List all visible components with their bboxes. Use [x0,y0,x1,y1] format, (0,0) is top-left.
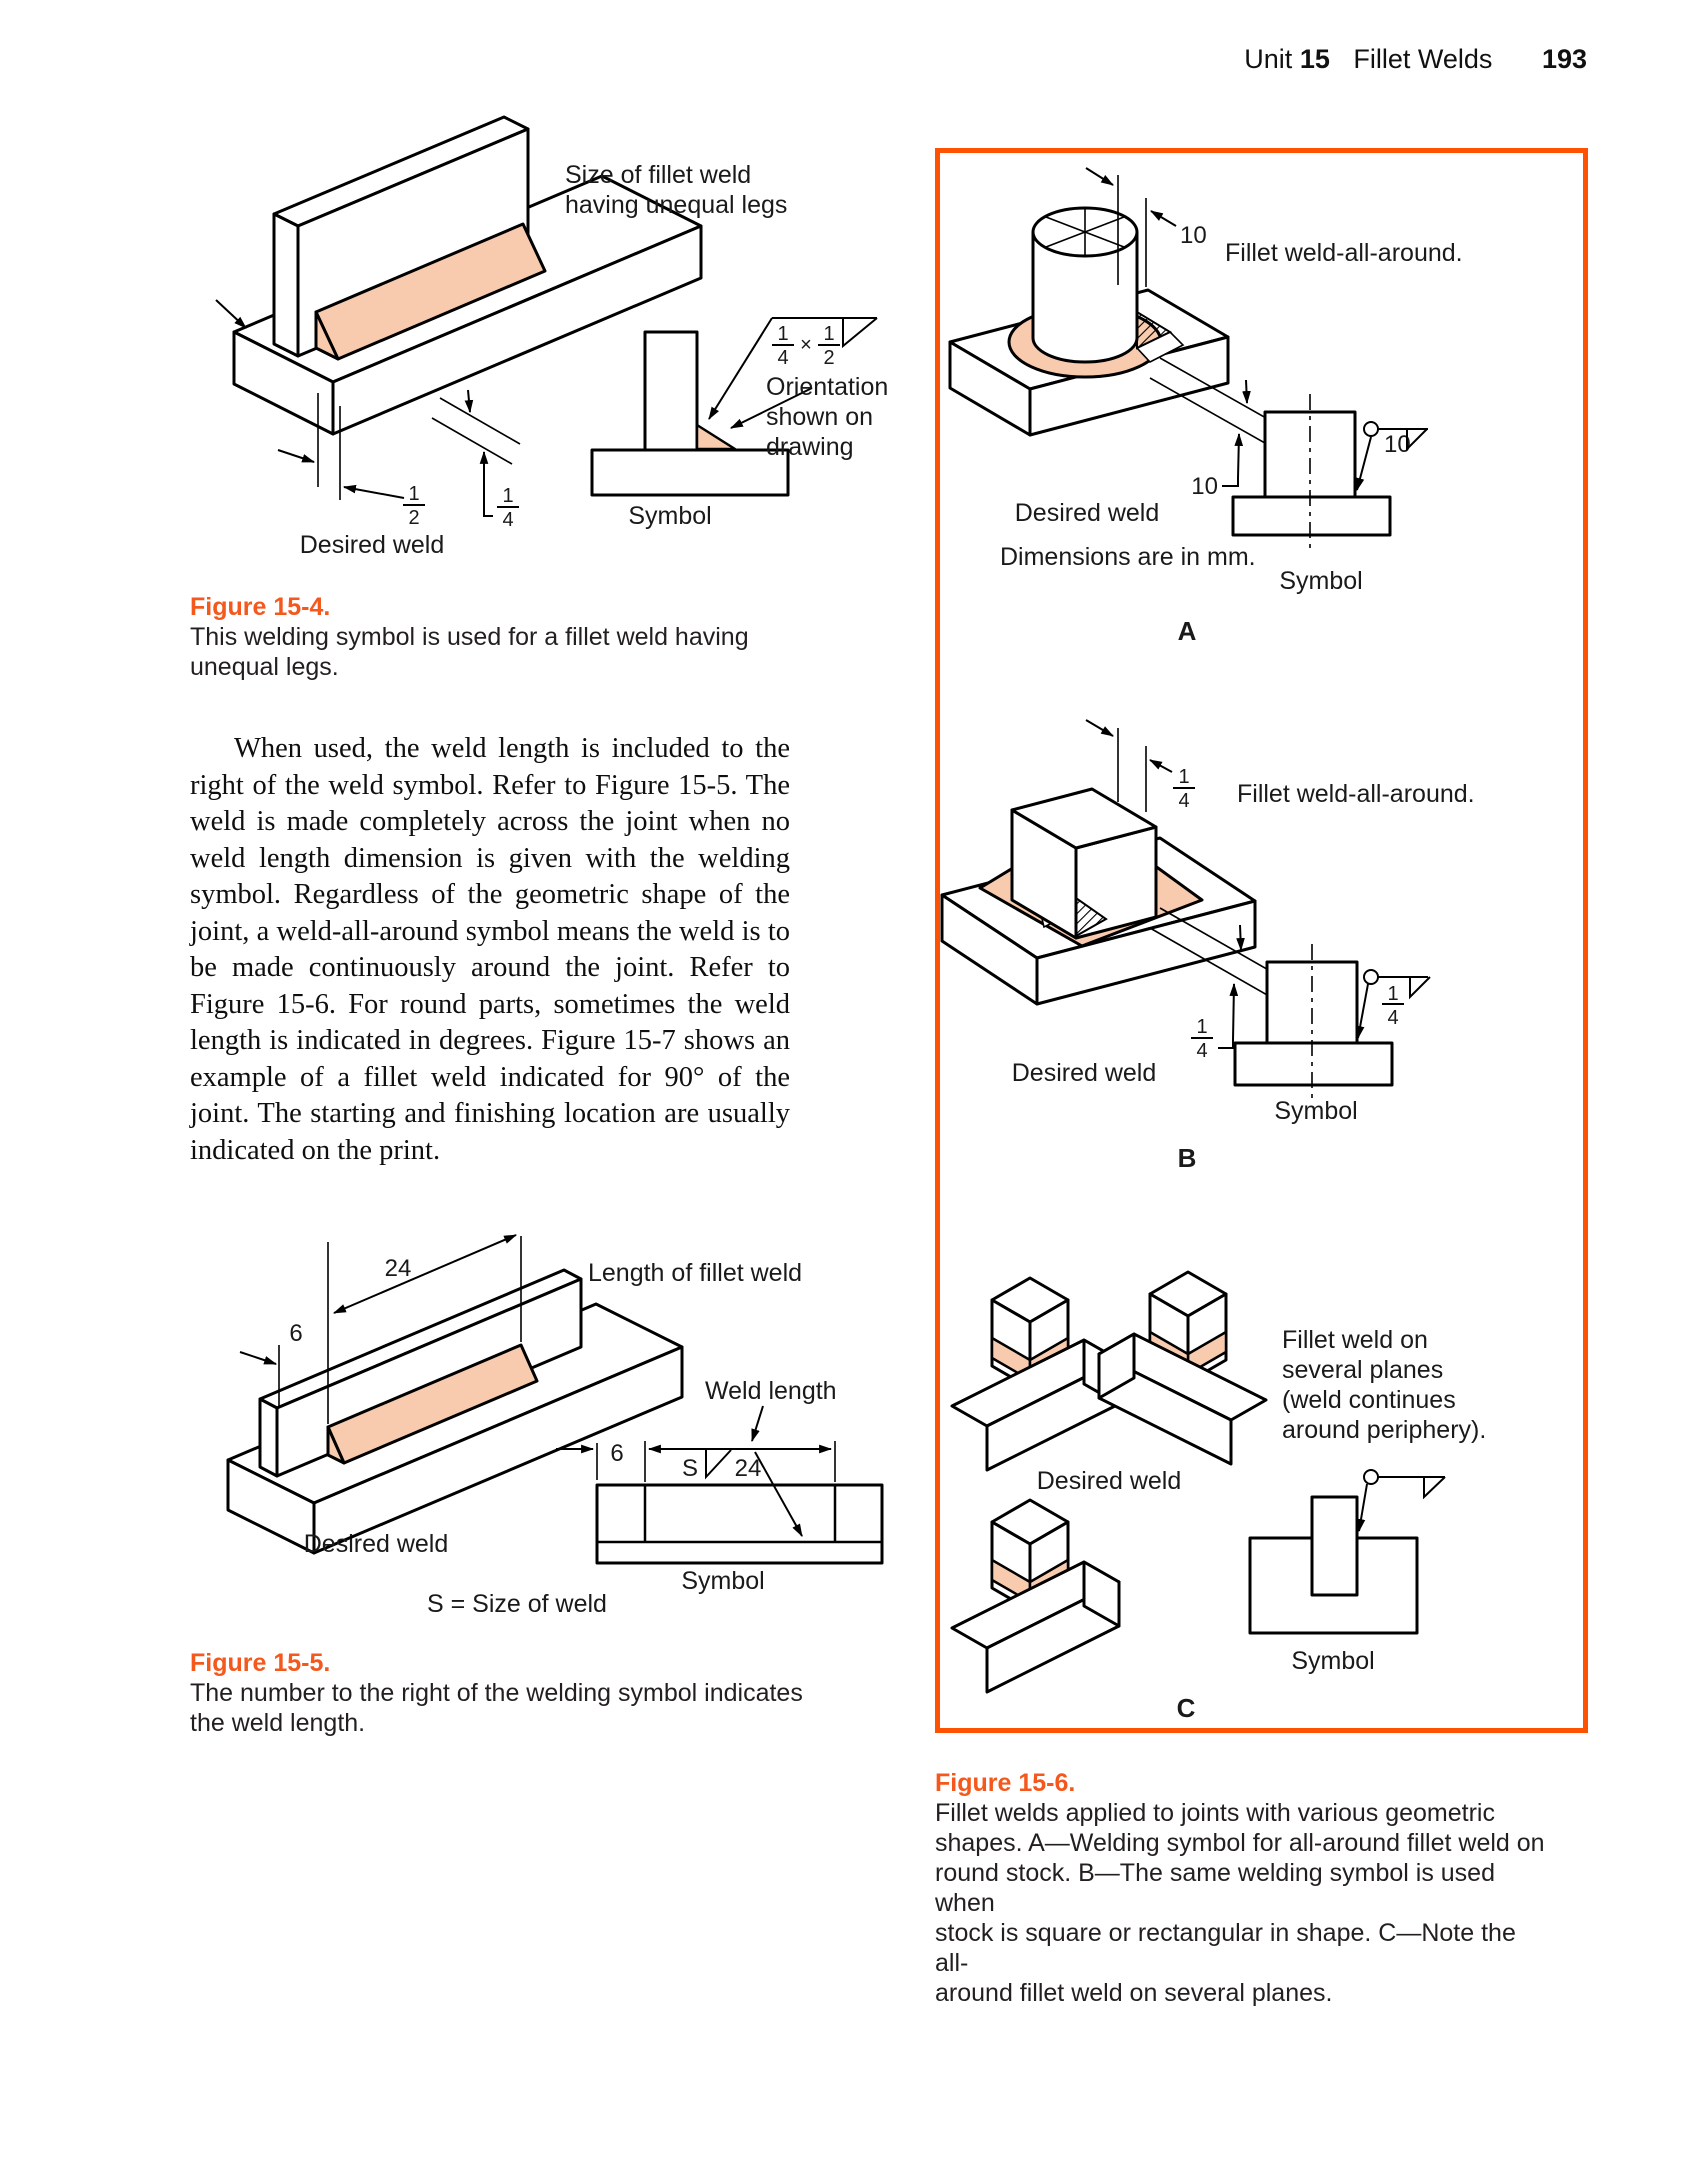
fraction-numerator: 1 [1387,983,1398,1005]
fig6b-symbol-label: Symbol [1274,1097,1357,1125]
fig5-symbol-length-dim: 24 [735,1455,762,1482]
fig4-isometric-drawing: 1 2 1 4 Desired weld [215,115,703,559]
unit-word: Unit [1244,44,1293,74]
chapter-title: Fillet Welds [1353,44,1493,74]
fig4-symbol-size-fractions: 1 4 × 1 2 [772,323,840,369]
fraction-numerator: 1 [408,483,419,505]
fraction-denominator: 4 [502,509,513,531]
fig6a-units-note: Dimensions are in mm. [1000,543,1256,571]
fig6b-desired-weld-label: Desired weld [1012,1059,1157,1087]
fraction-numerator: 1 [502,485,513,507]
fraction-denominator: 4 [1178,790,1189,812]
fig4-size-callout: Size of fillet weld having unequal legs [565,161,788,219]
fig5-isometric-drawing: 24 6 Desired weld S = Size of weld Lengt… [226,1234,802,1618]
fig4-symbol-label: Symbol [628,502,711,530]
fig6c-symbol-label: Symbol [1291,1647,1374,1675]
fig4-caption-title: Figure 15-4. [190,593,331,621]
fig6-section-b-drawing: 1 4 Fillet weld-all-around. 1 4 Desired … [940,719,1475,1173]
fig5-size-dim: 6 [289,1320,302,1347]
fig6b-top-dim: 1 4 [1173,766,1195,812]
fillet-weld-symbol-flag [1406,428,1428,452]
fraction-denominator: 4 [777,347,788,369]
unit-number: 15 [1299,44,1330,74]
fraction-denominator: 2 [408,507,419,529]
fig5-caption-body: The number to the right of the welding s… [190,1679,803,1737]
fig4-caption-body: This welding symbol is used for a fillet… [190,623,749,681]
fig6a-symbol-label: Symbol [1279,567,1362,595]
fig5-length-dim: 24 [385,1255,412,1282]
fig5-symbol-s-letter: S [682,1455,698,1482]
fig5-weld-length-callout: Weld length [705,1377,837,1405]
fig6-section-a-drawing: 10 Fillet weld-all-around. 10 Desired we… [948,167,1463,646]
fig5-length-callout: Length of fillet weld [588,1259,802,1287]
fig4-weld-end-face [314,310,340,361]
fig4-dim-one-half: 1 2 [403,483,425,529]
fig6a-section-tag: A [1178,616,1197,646]
fig5-weld-end-face [326,1425,346,1465]
page-number: 193 [1541,44,1587,74]
fig6-caption-body: Fillet welds applied to joints with vari… [935,1799,1545,2007]
fraction-numerator: 1 [1196,1016,1207,1038]
fillet-weld-symbol-flag [1423,1476,1446,1500]
fig5-size-note: S = Size of weld [427,1590,607,1618]
fig6a-desired-weld-label: Desired weld [1015,499,1160,527]
fig6a-weld-cross-section [1136,310,1173,350]
fig5-caption-title: Figure 15-5. [190,1649,331,1677]
fig6c-section-tag: C [1177,1693,1196,1723]
page-header: Unit 15 Fillet Welds 193 [1244,44,1587,75]
fig4-dim-one-quarter: 1 4 [497,485,519,531]
fig6-caption-title: Figure 15-6. [935,1769,1076,1797]
body-paragraph: When used, the weld length is included t… [190,733,790,1166]
fillet-weld-symbol-flag [1409,976,1431,1000]
fig4-caption: Figure 15-4. This welding symbol is used… [190,592,810,682]
fraction-numerator: 1 [777,323,788,345]
fraction-numerator: 1 [823,323,834,345]
fig6-panel-border [935,148,1588,1733]
fig4-symbol-weld-triangle [695,423,737,451]
fig6c-desired-weld-label: Desired weld [1037,1467,1182,1495]
fig6c-callout: Fillet weld on several planes (weld cont… [1282,1326,1487,1444]
fig6a-top-dim: 10 [1180,222,1207,249]
multiply-sign: × [800,334,812,356]
fig5-symbol-label: Symbol [681,1567,764,1595]
fig6-section-c-drawing: Desired weld Symbol C [950,1270,1446,1723]
fig6b-bottom-dim: 1 4 [1191,1016,1213,1062]
fig5-symbol-size-dim: 6 [610,1440,623,1467]
fig4-symbol-drawing: 1 4 × 1 2 Symbol [590,317,878,530]
fraction-denominator: 2 [823,347,834,369]
fig5-symbol-drawing: 6 S 24 Weld length Symbol [556,1377,884,1595]
fig6a-callout: Fillet weld-all-around. [1225,239,1463,267]
fraction-denominator: 4 [1387,1007,1398,1029]
fig6a-bottom-dim: 10 [1191,473,1218,500]
fig6b-symbol-dim: 1 4 [1382,983,1404,1029]
fig5-desired-weld-label: Desired weld [304,1530,449,1558]
fraction-denominator: 4 [1196,1040,1207,1062]
fig6-caption: Figure 15-6. Fillet welds applied to joi… [935,1768,1555,2008]
fig4-desired-weld-label: Desired weld [300,531,445,559]
fraction-numerator: 1 [1178,766,1189,788]
fig4-orientation-note: Orientation shown on drawing [766,373,889,461]
fig6b-callout: Fillet weld-all-around. [1237,780,1475,808]
fig6b-section-tag: B [1178,1143,1197,1173]
fig5-caption: Figure 15-5. The number to the right of … [190,1648,810,1738]
fig6b-weld-cross-section [1075,896,1108,938]
fillet-weld-symbol-flag [842,317,878,349]
fillet-weld-symbol-flag [705,1449,732,1480]
